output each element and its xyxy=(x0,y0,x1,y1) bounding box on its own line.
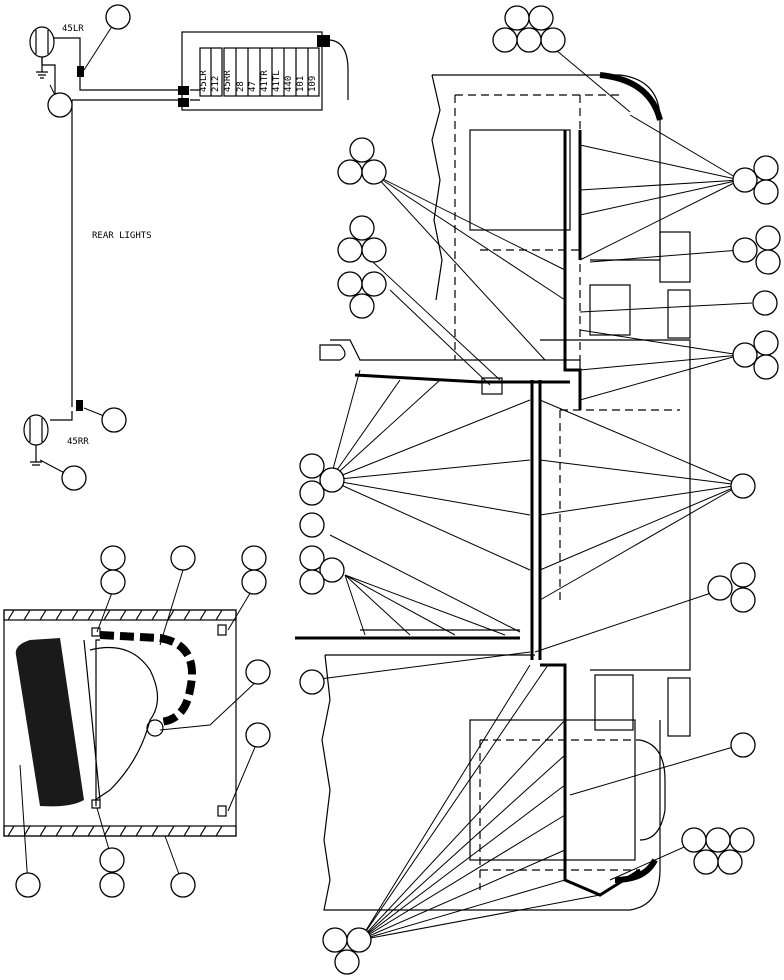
callout-44 xyxy=(299,512,325,538)
lamp-lens xyxy=(15,638,84,807)
term-b-5: 101 xyxy=(296,76,306,92)
callouts xyxy=(15,4,781,975)
callout-31 xyxy=(361,271,387,297)
label-45lr: 45LR xyxy=(62,24,84,34)
callout-37 xyxy=(753,330,779,356)
callout-35 xyxy=(755,249,781,275)
callout-38 xyxy=(732,342,758,368)
callout-57 xyxy=(717,849,743,875)
front-lamp-upper xyxy=(599,72,663,121)
callout-39 xyxy=(753,354,779,380)
term-b-2: 41TR xyxy=(260,70,270,92)
callout-28 xyxy=(337,237,363,263)
term-b-0: 28 xyxy=(236,81,246,92)
callout-60 xyxy=(334,949,360,975)
term-a-2: 45RR xyxy=(223,70,233,92)
callout-3 xyxy=(101,407,127,433)
callout-16 xyxy=(504,5,530,31)
callout-22 xyxy=(732,167,758,193)
term-b-6: 109 xyxy=(308,76,318,92)
callout-56 xyxy=(693,849,719,875)
callout-42 xyxy=(299,480,325,506)
callout-19 xyxy=(516,27,542,53)
callout-15 xyxy=(15,872,41,898)
callout-40 xyxy=(299,453,325,479)
callout-27 xyxy=(349,215,375,241)
callout-26 xyxy=(361,159,387,185)
callout-43 xyxy=(730,473,756,499)
connector-upper xyxy=(77,66,84,77)
callout-47 xyxy=(299,569,325,595)
term-a-1: 212 xyxy=(211,76,221,92)
callout-52 xyxy=(730,732,756,758)
vehicle-frame xyxy=(295,72,691,911)
callout-24 xyxy=(349,137,375,163)
connector-lower xyxy=(76,400,83,411)
callout-17 xyxy=(528,5,554,31)
callout-36 xyxy=(752,290,778,316)
callout-50 xyxy=(730,587,756,613)
callout-32 xyxy=(349,293,375,319)
callout-21 xyxy=(753,155,779,181)
callout-1 xyxy=(105,4,131,30)
callout-48 xyxy=(730,562,756,588)
callout-54 xyxy=(705,827,731,853)
callout-58 xyxy=(322,927,348,953)
rear-lights-schematic: 45LR REAR LIGHTS 45RR 45LR 212 45R xyxy=(23,24,349,466)
term-b-4: 440 xyxy=(284,76,294,92)
front-lamp-lower xyxy=(614,858,658,883)
callout-41 xyxy=(319,467,345,493)
term-a-0: 45LR xyxy=(199,70,209,92)
callout-10 xyxy=(245,659,271,685)
lamp-upper-left xyxy=(29,26,55,58)
callout-14 xyxy=(170,872,196,898)
callout-8 xyxy=(241,545,267,571)
callout-29 xyxy=(361,237,387,263)
callout-33 xyxy=(755,225,781,251)
callout-46 xyxy=(319,557,345,583)
callout-9 xyxy=(241,569,267,595)
callout-12 xyxy=(99,847,125,873)
callout-49 xyxy=(707,575,733,601)
callout-34 xyxy=(732,237,758,263)
lamp-lower-left xyxy=(23,414,49,446)
callout-18 xyxy=(492,27,518,53)
callout-25 xyxy=(337,159,363,185)
callout-7 xyxy=(170,545,196,571)
callout-23 xyxy=(753,179,779,205)
callout-30 xyxy=(337,271,363,297)
callout-20 xyxy=(540,27,566,53)
label-45rr: 45RR xyxy=(67,437,89,447)
terminal-block xyxy=(181,31,323,111)
callout-5 xyxy=(100,545,126,571)
term-b-3: 41TL xyxy=(272,70,282,92)
headlamp-detail xyxy=(3,609,237,837)
callout-55 xyxy=(729,827,755,853)
callout-59 xyxy=(346,927,372,953)
callout-11 xyxy=(245,722,271,748)
rear-lights-label: REAR LIGHTS xyxy=(92,231,152,241)
callout-4 xyxy=(61,465,87,491)
lamp-cable xyxy=(99,631,196,726)
callout-53 xyxy=(681,827,707,853)
callout-51 xyxy=(299,669,325,695)
term-b-1: 47 xyxy=(248,81,258,92)
callout-13 xyxy=(99,872,125,898)
callout-2 xyxy=(47,92,73,118)
leader-lines xyxy=(19,16,753,941)
callout-6 xyxy=(100,569,126,595)
